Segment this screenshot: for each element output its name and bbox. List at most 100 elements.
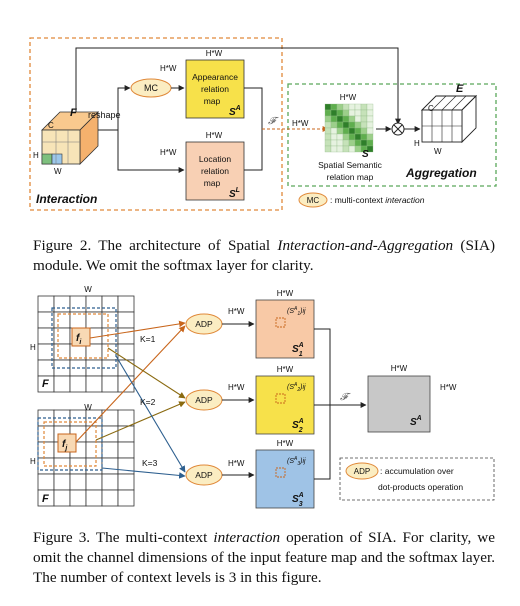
grid-cell [69, 489, 87, 507]
semantic-map-cell [330, 109, 338, 117]
e-h-label: H [414, 139, 420, 148]
semantic-map-cell [342, 127, 350, 135]
semantic-map-cell [348, 103, 356, 111]
ssr-line-2: relation map [327, 172, 374, 182]
caption2-prefix: Figure 2. The architecture of Spatial [33, 237, 278, 254]
legend-mc-description: : multi-context interaction [330, 195, 425, 205]
grid-cell [117, 441, 135, 459]
adp-legend-box [339, 457, 495, 501]
semantic-map-cell [360, 115, 368, 123]
grid-cell [53, 473, 71, 491]
f-top-label: F [42, 378, 49, 390]
k3-arrow-bottom [101, 467, 186, 479]
w-mid-label: W [84, 403, 92, 412]
s1-cell [275, 317, 286, 328]
semantic-map-cell [342, 139, 350, 147]
fj-label: fj [62, 439, 68, 452]
h-bot-label: H [30, 457, 36, 466]
semantic-map-cell [342, 121, 350, 129]
semantic-map-cell [354, 103, 362, 111]
semantic-map-cell [342, 109, 350, 117]
hw-2-left: H*W [228, 383, 245, 392]
hw-s1-top: H*W [277, 289, 294, 298]
context-k2-top [57, 313, 109, 359]
grid-cell [53, 327, 71, 345]
adp-text-2: ADP [195, 395, 213, 405]
context-k3-top [51, 307, 117, 369]
merge-line [244, 87, 263, 171]
legend-line-2: dot-products operation [378, 482, 463, 492]
legend-mc-text: MC [307, 196, 320, 205]
bypass-arrow [75, 47, 401, 125]
semantic-map-cell [366, 127, 374, 135]
grid-cell [117, 409, 135, 427]
grid-cell [101, 473, 119, 491]
figure-2-caption: Figure 2. The architecture of Spatial In… [33, 236, 495, 276]
figure-2-diagram: F reshape C H W MC Appearance relation m… [29, 37, 497, 211]
f-bot-label: F [42, 493, 49, 505]
figure-3-diagram: W H F fi W H F fj K=1 K=2 K=3 ADP ADP AD… [30, 285, 495, 509]
semantic-map-cell [336, 115, 344, 123]
branch-line [98, 85, 131, 131]
spatial-semantic-map [324, 103, 374, 153]
out-hw-top: H*W [391, 364, 408, 373]
output-sa-box [367, 375, 431, 433]
grid-cell [117, 375, 135, 393]
input-tensor-f [41, 111, 99, 165]
grid-cell [101, 441, 119, 459]
semantic-map-cell [348, 133, 356, 141]
semantic-map-cell [336, 139, 344, 147]
context-k2-bottom [43, 421, 97, 467]
e-label: E [456, 83, 464, 95]
semantic-map-cell [360, 133, 368, 141]
h-top-label: H [30, 343, 36, 352]
grid-cell [117, 327, 135, 345]
grid-cell [37, 441, 55, 459]
location-line-3: map [204, 178, 221, 188]
grid-cell [69, 375, 87, 393]
s1-ij-label: (SA1)ij [287, 306, 306, 317]
semantic-map-cell [366, 133, 374, 141]
interaction-title: Interaction [36, 192, 97, 206]
feature-map-top [37, 295, 135, 393]
grid-cell [117, 343, 135, 361]
grid-cell [53, 489, 71, 507]
semantic-map-cell [354, 109, 362, 117]
k3-arrow-top [115, 355, 186, 473]
grid-cell [117, 457, 135, 475]
caption3-suffix: operation of SIA. For clarity, we omit t… [33, 529, 495, 586]
out-hw-right: H*W [440, 383, 457, 392]
reshape-label: reshape [88, 110, 121, 120]
output-tensor-e [420, 94, 478, 144]
grid-cell [117, 311, 135, 329]
semantic-map-cell [324, 139, 332, 147]
semantic-map-cell [324, 133, 332, 141]
semantic-map-cell [336, 103, 344, 111]
location-box [185, 141, 245, 201]
semantic-map-cell [348, 127, 356, 135]
k3-label: K=3 [142, 458, 158, 468]
semantic-map-cell [330, 139, 338, 147]
semantic-map-cell [324, 109, 332, 117]
grid-cell [53, 295, 71, 313]
grid-cell [69, 457, 87, 475]
legend-adp-text: ADP [354, 467, 370, 476]
grid-cell [85, 441, 103, 459]
semantic-map-cell [330, 121, 338, 129]
semantic-map-cell [330, 145, 338, 153]
s3-ij-label: (SA3)ij [287, 456, 306, 467]
fi-label: fi [76, 333, 82, 346]
h-label: H [33, 151, 39, 160]
adp-text-3: ADP [195, 470, 213, 480]
semantic-map-cell [366, 145, 374, 153]
e-c-label: C [428, 104, 434, 113]
semantic-map-cell [348, 121, 356, 129]
branch-line-lower [117, 130, 185, 173]
legend-adp-node [345, 462, 379, 480]
location-line-1: Location [199, 154, 231, 164]
grid-cell [37, 343, 55, 361]
semantic-map-cell [360, 139, 368, 147]
